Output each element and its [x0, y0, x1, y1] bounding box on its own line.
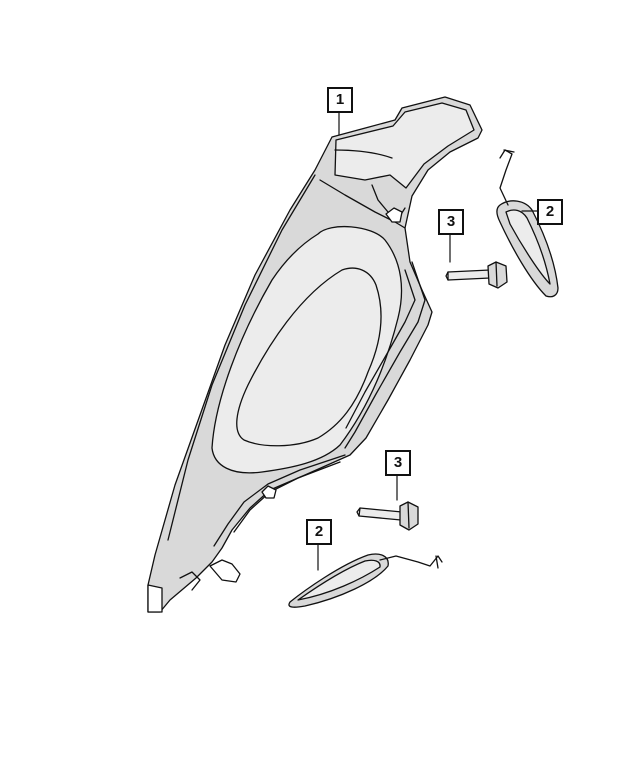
callout-3-lower: 3 [385, 450, 411, 476]
upper-bolt-head-line [495, 261, 498, 287]
lower-bolt [356, 501, 419, 531]
pillar-right-flange-inner [345, 269, 416, 429]
upper-bolt-tip [445, 271, 449, 281]
upper-bolt [445, 261, 508, 289]
callout-3-upper: 3 [438, 209, 464, 235]
pillar-neck-curve [334, 149, 393, 159]
pillar-trim-panel [147, 96, 483, 613]
pillar-upper-face [334, 102, 475, 189]
callout-1: 1 [327, 87, 353, 113]
lower-trim-cover [288, 553, 443, 608]
lower-bolt-head-line [407, 501, 410, 529]
pillar-left-contour [167, 174, 316, 541]
pillar-right-flange [344, 261, 426, 449]
pillar-bottom-tab [209, 559, 241, 583]
lower-bolt-tip [356, 507, 361, 517]
leader-lines [317, 111, 538, 571]
upper-cover-wire [499, 149, 513, 206]
pillar-mid-clip [261, 485, 277, 499]
window-recess-inner [236, 267, 382, 447]
pillar-bottom-clip [147, 584, 163, 613]
lower-bolt-shank [358, 507, 403, 521]
upper-trim-cover [496, 149, 559, 298]
callout-2-upper: 2 [537, 199, 563, 225]
upper-cover-face [505, 209, 551, 285]
lower-cover-wire [379, 555, 443, 567]
pillar-neck-edge [319, 179, 406, 229]
lower-cover-face [297, 559, 381, 601]
upper-cover-wire-2 [503, 149, 515, 153]
callout-2-lower: 2 [306, 519, 332, 545]
pillar-bottom-tab-2 [179, 571, 201, 591]
pillar-upper-clip [385, 207, 403, 223]
upper-bolt-shank [447, 269, 491, 281]
lower-cover-wire-2 [435, 555, 439, 569]
pillar-lower-edge [213, 454, 346, 547]
